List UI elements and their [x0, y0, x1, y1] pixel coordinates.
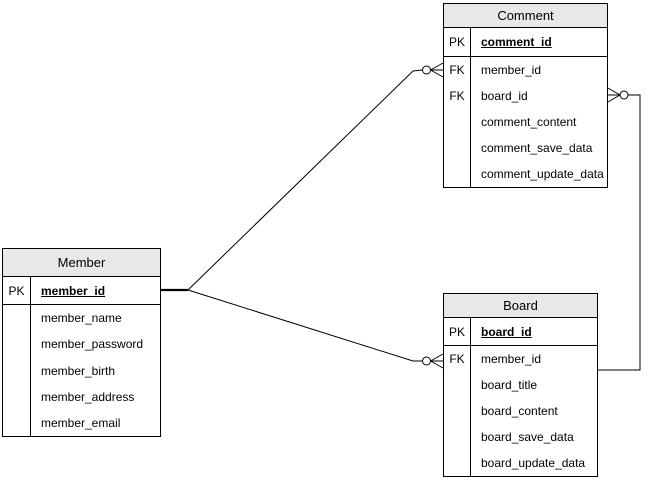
field-cell: board_title	[481, 378, 538, 392]
entity-board[interactable]: Board PK board_id FK member_id board_tit…	[443, 293, 598, 477]
key-cell	[3, 409, 31, 437]
key-cell	[444, 135, 471, 161]
key-cell	[444, 424, 471, 450]
table-row: board_content	[444, 398, 597, 424]
table-row: member_address	[3, 383, 160, 410]
field-cell: board_save_data	[481, 430, 574, 444]
table-row: member_email	[3, 409, 160, 437]
table-row: board_update_data	[444, 450, 597, 476]
crows-foot-icon	[430, 62, 444, 78]
zero-circle-icon	[422, 356, 431, 366]
key-cell	[3, 383, 31, 410]
table-row: FK board_id	[444, 83, 607, 109]
crows-foot-icon	[607, 87, 621, 103]
key-cell: FK	[444, 83, 471, 109]
table-row: member_password	[3, 331, 160, 358]
key-cell	[3, 357, 31, 384]
field-cell: board_id	[481, 89, 528, 103]
key-cell: FK	[444, 346, 471, 372]
table-row: member_name	[3, 305, 160, 332]
field-cell: member_name	[41, 311, 122, 326]
field-cell: comment_save_data	[481, 141, 593, 155]
table-row: comment_update_data	[444, 161, 607, 187]
table-row: FK member_id	[444, 346, 597, 372]
table-row: PK member_id	[3, 277, 160, 305]
key-cell: PK	[444, 28, 471, 56]
key-cell	[3, 331, 31, 358]
key-cell	[444, 161, 471, 187]
zero-circle-icon	[422, 65, 431, 75]
connector-member-comment[interactable]	[161, 62, 444, 292]
key-cell	[3, 305, 31, 332]
field-cell: member_email	[41, 415, 121, 430]
connector-line	[187, 69, 423, 291]
table-row: comment_save_data	[444, 135, 607, 161]
field-cell: member_birth	[41, 363, 116, 378]
connector-line	[598, 94, 641, 371]
table-row: PK comment_id	[444, 28, 607, 57]
key-cell: PK	[3, 277, 31, 304]
field-cell: member_id	[41, 283, 106, 298]
field-cell: member_address	[41, 389, 135, 404]
field-cell: member_id	[481, 63, 542, 77]
table-row: board_title	[444, 372, 597, 398]
entity-title: Comment	[444, 4, 607, 28]
table-row: comment_content	[444, 109, 607, 135]
field-cell: board_update_data	[481, 456, 586, 470]
table-row: board_save_data	[444, 424, 597, 450]
table-row: member_birth	[3, 357, 160, 384]
table-row: PK board_id	[444, 318, 597, 346]
key-cell	[444, 450, 471, 476]
field-cell: member_password	[41, 337, 144, 352]
entity-title: Board	[444, 294, 597, 318]
field-cell: comment_id	[481, 35, 552, 49]
key-cell	[444, 109, 471, 135]
field-cell: comment_content	[481, 115, 577, 129]
zero-circle-icon	[619, 90, 629, 100]
field-cell: board_id	[481, 324, 532, 339]
key-cell: FK	[444, 57, 471, 83]
connector-line	[187, 289, 422, 362]
table-row: FK member_id	[444, 57, 607, 83]
connector-member-board[interactable]	[187, 289, 444, 369]
key-cell	[444, 372, 471, 398]
key-cell: PK	[444, 318, 471, 345]
field-cell: comment_update_data	[481, 167, 604, 181]
key-cell	[444, 398, 471, 424]
connector-board-comment[interactable]	[598, 87, 641, 371]
crows-foot-icon	[430, 353, 444, 369]
field-cell: board_content	[481, 404, 558, 418]
field-cell: member_id	[481, 352, 542, 366]
entity-title: Member	[3, 249, 160, 277]
entity-member[interactable]: Member PK member_id member_name member_p…	[2, 248, 161, 437]
entity-comment[interactable]: Comment PK comment_id FK member_id FK bo…	[443, 3, 608, 188]
